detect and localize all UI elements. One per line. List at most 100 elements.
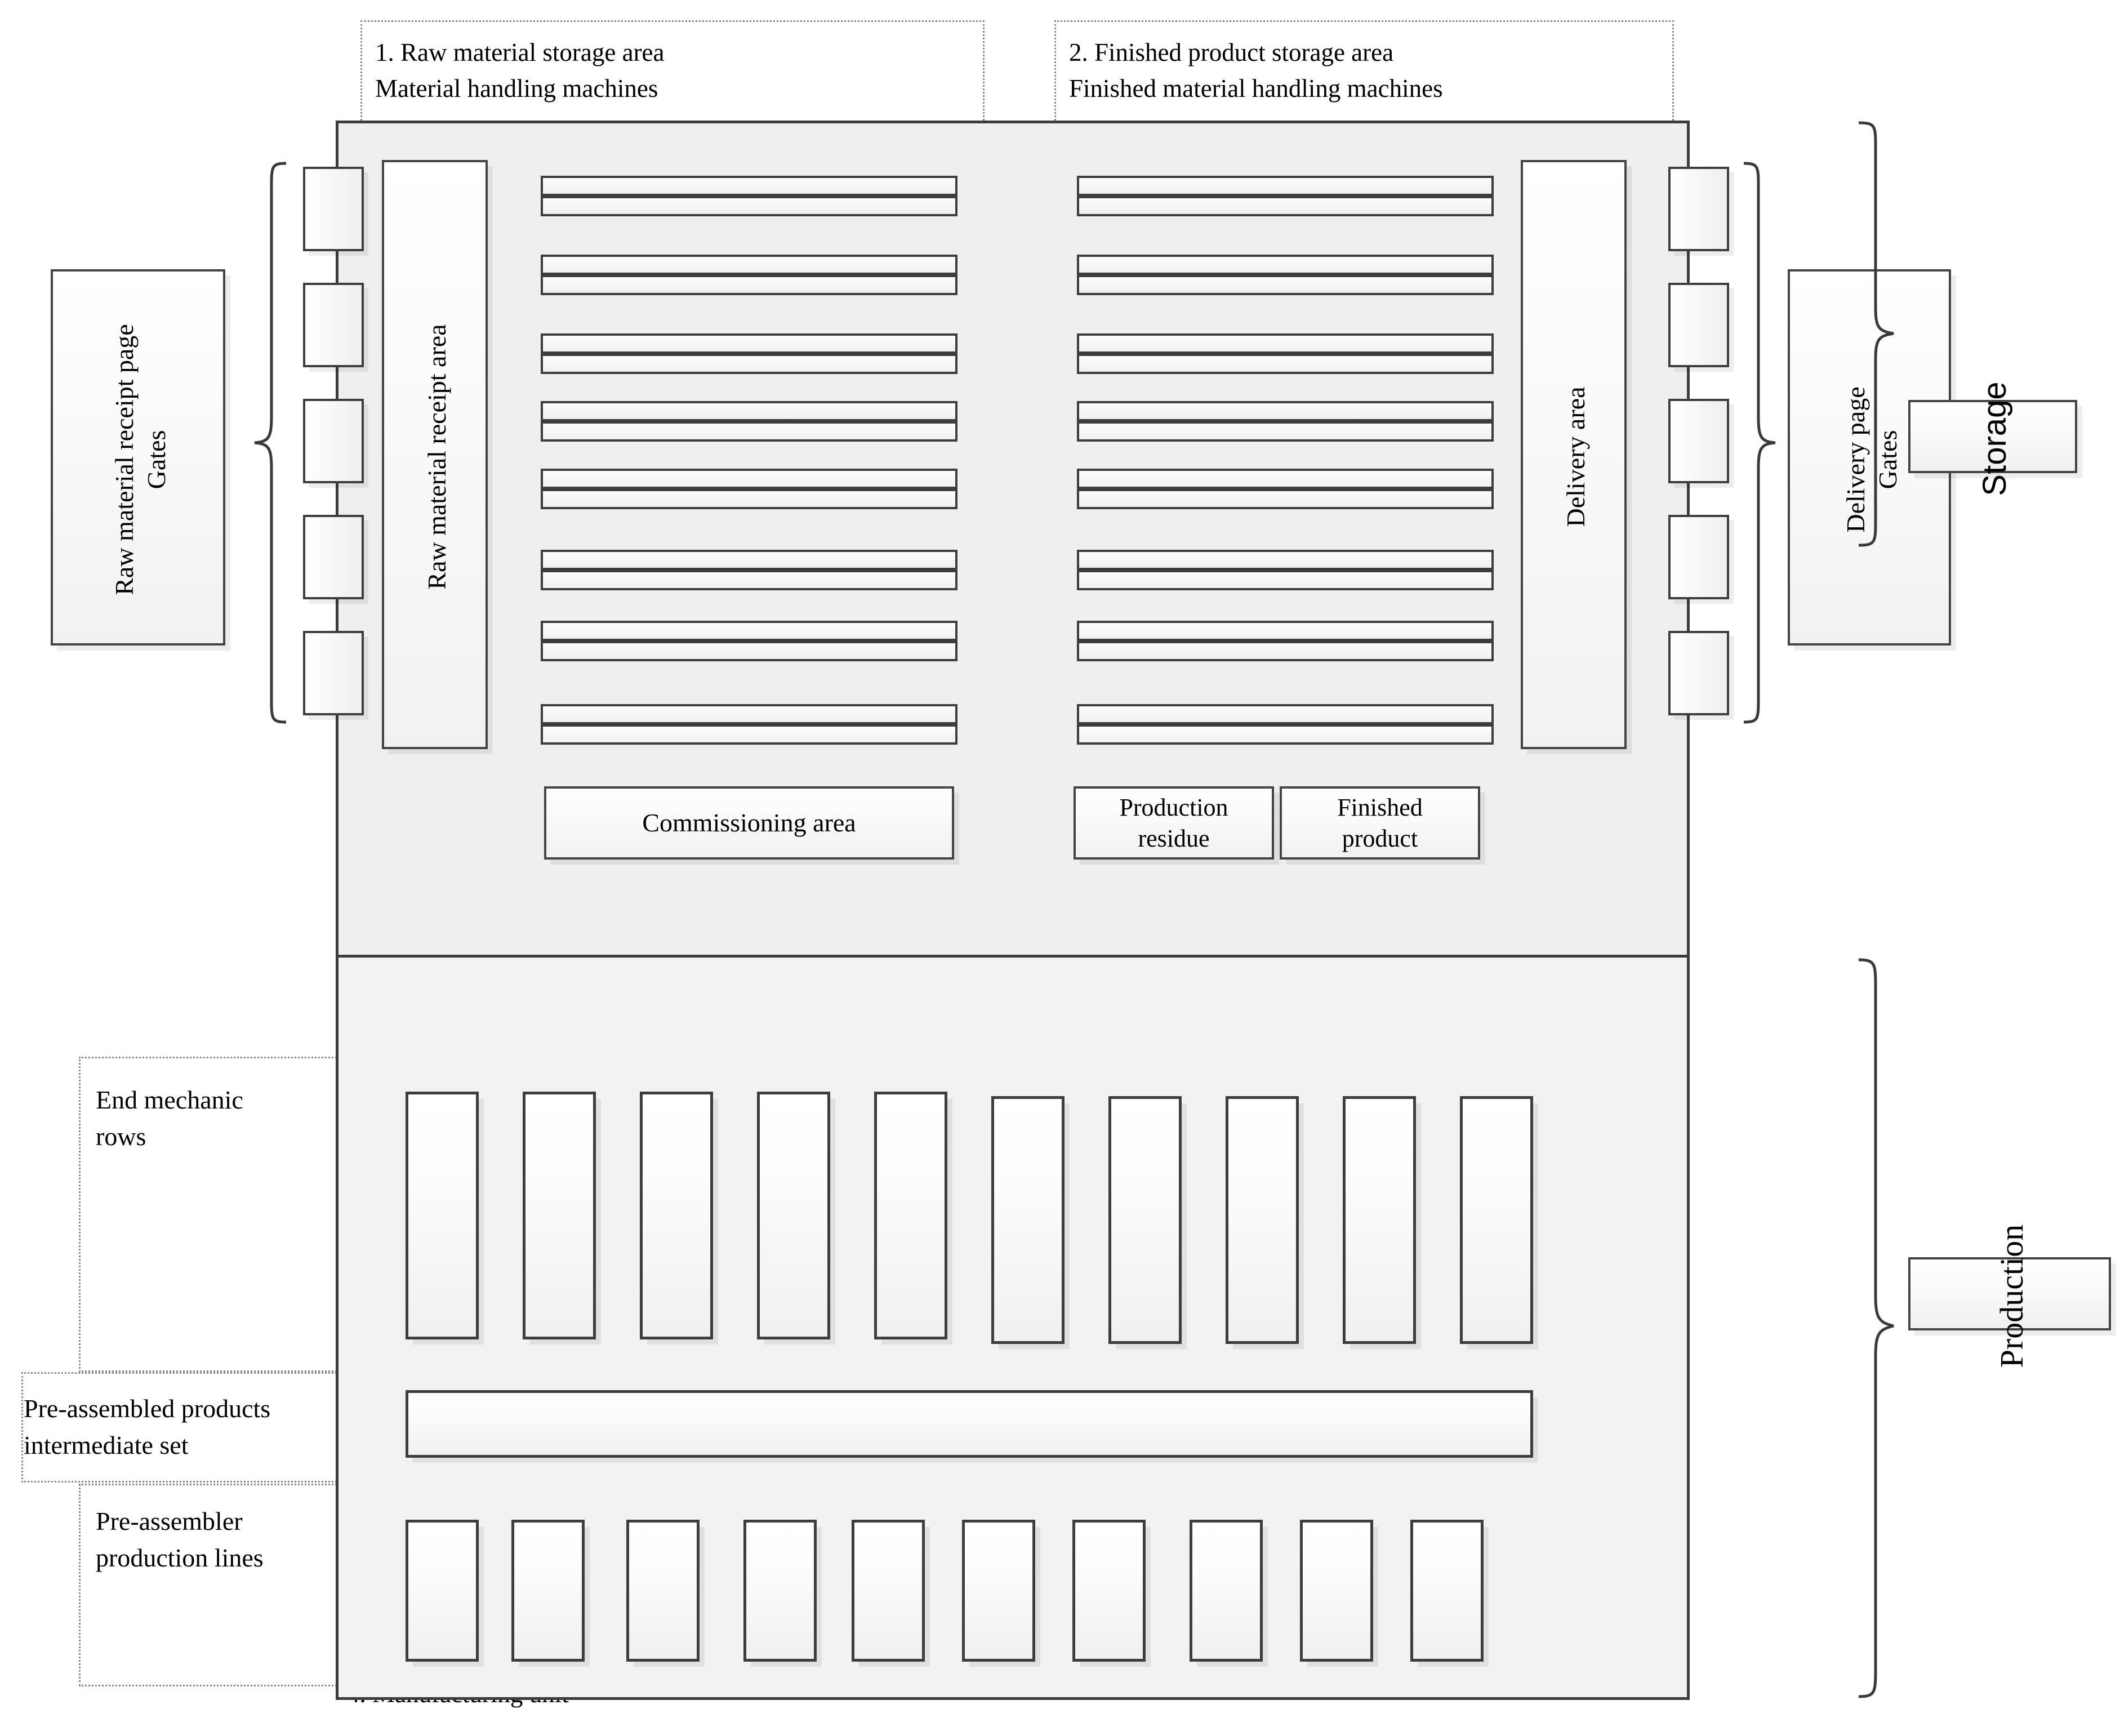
rack-bar — [1077, 196, 1494, 216]
production-residue-box: Production residue — [1074, 786, 1274, 860]
rack-bar — [541, 724, 957, 745]
label-pre-assembler-lines: Pre-assembler production lines — [96, 1507, 264, 1573]
rack-bar — [1077, 621, 1494, 641]
rack-bar — [541, 489, 957, 509]
storage-label-box: Storage — [1908, 381, 2077, 496]
gate-delivery-2[interactable] — [1668, 283, 1729, 367]
rack-bar — [1077, 724, 1494, 745]
finished-rack-row-3 — [1077, 333, 1499, 379]
gate-raw-material-2[interactable] — [303, 283, 364, 367]
raw-rack-row-3 — [541, 333, 963, 379]
gate-delivery-5[interactable] — [1668, 631, 1729, 715]
raw-rack-row-4 — [541, 401, 963, 447]
delivery-area-box: Delivery area — [1521, 160, 1627, 749]
brace-raw-material-gates — [254, 162, 287, 724]
rack-bar — [1077, 550, 1494, 570]
rack-bar — [1077, 255, 1494, 275]
zone-label-raw-material-storage: 1. Raw material storage area Material ha… — [375, 38, 665, 103]
pre-assembler-line-2 — [511, 1520, 585, 1662]
rack-bar — [541, 421, 957, 442]
finished-rack-row-1 — [1077, 176, 1499, 221]
raw-material-receipt-area-box: Raw material receipt area — [382, 160, 488, 749]
rack-bar — [541, 704, 957, 724]
end-mechanic-row-3 — [640, 1092, 713, 1339]
pre-assembler-line-4 — [743, 1520, 817, 1662]
commissioning-area-box: Commissioning area — [544, 786, 954, 860]
finished-rack-row-6 — [1077, 550, 1499, 595]
rack-bar — [541, 255, 957, 275]
finished-rack-row-2 — [1077, 255, 1499, 300]
end-mechanic-row-4 — [757, 1092, 830, 1339]
finished-rack-row-4 — [1077, 401, 1499, 447]
finished-product-box: Finished product — [1280, 786, 1480, 860]
raw-rack-row-8 — [541, 704, 963, 750]
brace-storage — [1858, 121, 1894, 547]
end-mechanic-row-9 — [1343, 1096, 1416, 1344]
pre-assembler-line-10 — [1410, 1520, 1484, 1662]
rack-bar — [541, 333, 957, 354]
rack-bar — [1077, 354, 1494, 374]
pre-assembler-line-7 — [1072, 1520, 1146, 1662]
rack-bar — [1077, 704, 1494, 724]
end-mechanic-row-10 — [1460, 1096, 1533, 1344]
end-mechanic-row-6 — [991, 1096, 1065, 1344]
rack-bar — [1077, 176, 1494, 196]
end-mechanic-row-2 — [523, 1092, 596, 1339]
rack-bar — [1077, 570, 1494, 590]
raw-rack-row-2 — [541, 255, 963, 300]
label-end-mechanic-rows: End mechanic rows — [96, 1085, 243, 1151]
rack-bar — [1077, 469, 1494, 489]
commissioning-area-label: Commissioning area — [642, 808, 856, 838]
production-label-box: Production — [1908, 1225, 2111, 1368]
gate-delivery-4[interactable] — [1668, 515, 1729, 599]
pre-assembler-line-9 — [1300, 1520, 1373, 1662]
raw-rack-row-1 — [541, 176, 963, 221]
pre-assembler-line-8 — [1190, 1520, 1263, 1662]
label-pre-assembled-intermediate: Pre-assembled products intermediate set — [24, 1394, 271, 1460]
rack-bar — [1077, 333, 1494, 354]
raw-material-receipt-gates-label: Raw material receipt page Gates — [109, 324, 171, 595]
rack-bar — [541, 401, 957, 421]
pre-assembler-line-5 — [852, 1520, 925, 1662]
rack-bar — [541, 641, 957, 661]
gate-raw-material-1[interactable] — [303, 167, 364, 251]
gate-delivery-3[interactable] — [1668, 399, 1729, 483]
gate-raw-material-5[interactable] — [303, 631, 364, 715]
rack-bar — [1077, 641, 1494, 661]
rack-bar — [541, 550, 957, 570]
pre-assembler-line-6 — [962, 1520, 1035, 1662]
rack-bar — [1077, 489, 1494, 509]
finished-product-label: Finished product — [1337, 794, 1423, 852]
gate-raw-material-3[interactable] — [303, 399, 364, 483]
gate-raw-material-4[interactable] — [303, 515, 364, 599]
rack-bar — [541, 621, 957, 641]
raw-rack-row-5 — [541, 469, 963, 514]
pre-assembler-line-1 — [406, 1520, 479, 1662]
end-mechanic-row-5 — [874, 1092, 947, 1339]
end-mechanic-row-8 — [1226, 1096, 1299, 1344]
raw-material-receipt-area-label: Raw material receipt area — [422, 324, 452, 590]
delivery-area-label: Delivery area — [1561, 386, 1591, 527]
finished-rack-row-7 — [1077, 621, 1499, 666]
rack-bar — [541, 469, 957, 489]
raw-material-receipt-gates-box: Raw material receipt page Gates — [51, 269, 225, 646]
rack-bar — [541, 570, 957, 590]
brace-delivery-gates — [1743, 162, 1776, 724]
building-outline — [336, 121, 1690, 1700]
finished-rack-row-5 — [1077, 469, 1499, 514]
zone-label-finished-product-storage: 2. Finished product storage area Finishe… — [1069, 38, 1443, 103]
rack-bar — [541, 354, 957, 374]
production-residue-label: Production residue — [1119, 794, 1228, 852]
brace-production — [1858, 958, 1894, 1698]
gate-delivery-1[interactable] — [1668, 167, 1729, 251]
raw-rack-row-6 — [541, 550, 963, 595]
pre-assembled-intermediate-set-bar — [406, 1390, 1533, 1458]
rack-bar — [1077, 275, 1494, 295]
rack-bar — [541, 196, 957, 216]
rack-bar — [1077, 421, 1494, 442]
storage-label: Storage — [1976, 381, 2013, 496]
end-mechanic-row-1 — [406, 1092, 479, 1339]
finished-rack-row-8 — [1077, 704, 1499, 750]
end-mechanic-row-7 — [1108, 1096, 1182, 1344]
